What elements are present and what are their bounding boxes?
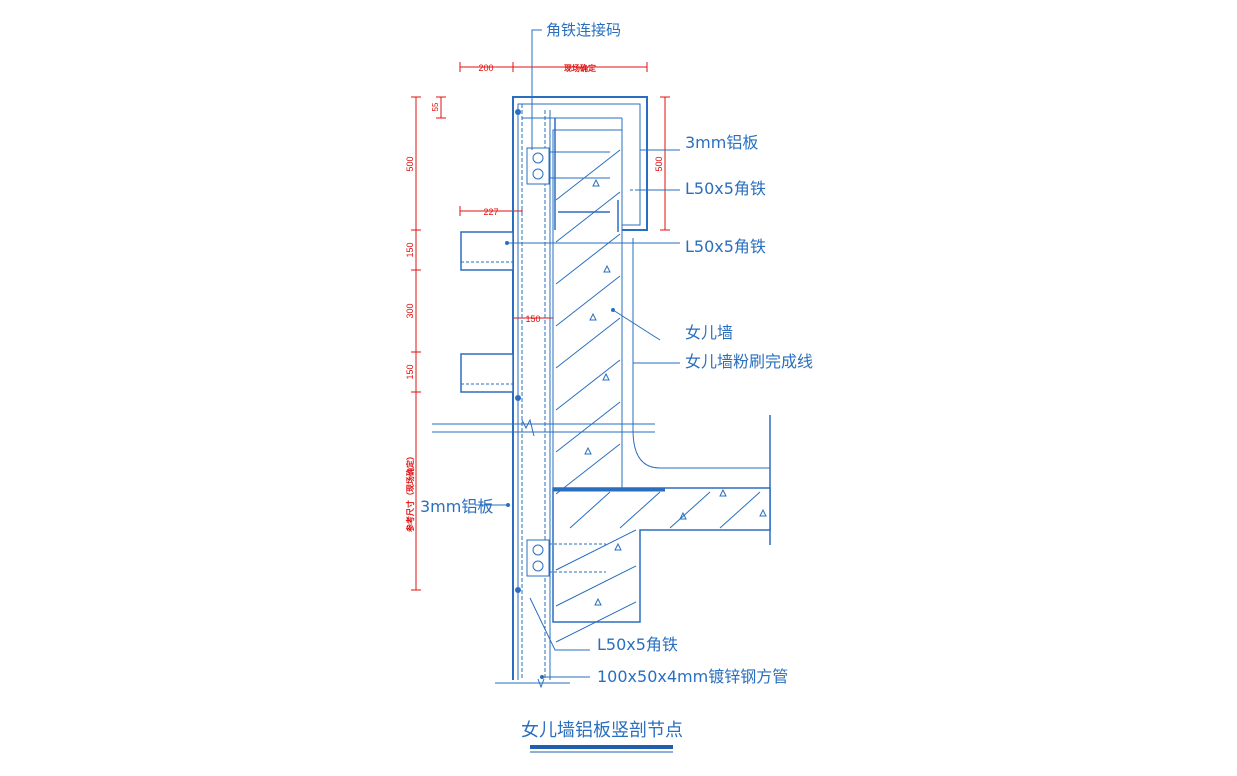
hatch-line	[555, 401, 621, 453]
hatch-line	[555, 317, 621, 369]
hatch-triangle	[594, 597, 602, 606]
dim-v-150-a: 150	[405, 242, 415, 257]
label-steel-tube: 100x50x4mm镀锌钢方管	[597, 667, 788, 686]
hatch-line	[619, 491, 661, 529]
hatch-line	[555, 233, 621, 285]
hatch-triangle	[759, 508, 767, 517]
hatch-triangle	[592, 178, 600, 187]
hatch-line	[555, 275, 621, 327]
dim-h-150: 150	[525, 314, 540, 324]
hatch-line	[555, 149, 621, 201]
hatch-triangle	[584, 446, 592, 455]
drawing-title: 女儿墙铝板竖剖节点	[521, 720, 683, 741]
label-panel-top: 3mm铝板	[685, 133, 758, 152]
hatch-triangle	[603, 264, 611, 273]
title-underline	[530, 745, 673, 749]
hatch-triangle	[614, 542, 622, 551]
dim-top-left: 200	[478, 63, 493, 73]
dim-cap-500: 500	[654, 156, 664, 171]
hatch-triangle	[589, 312, 597, 321]
dimension-lines	[411, 62, 670, 591]
hatch-line	[555, 443, 621, 495]
hatch-triangle	[679, 511, 687, 520]
label-parapet: 女儿墙	[685, 323, 733, 342]
dim-h-227: 227	[483, 207, 498, 217]
dim-v-500: 500	[405, 156, 415, 171]
label-plaster-line: 女儿墙粉刷完成线	[685, 352, 813, 371]
dim-top-right: 现场确定	[564, 63, 596, 73]
label-panel-bottom: 3mm铝板	[420, 497, 493, 516]
dim-v-150-b: 150	[405, 364, 415, 379]
structure	[432, 96, 771, 689]
label-angle-1: L50x5角铁	[685, 179, 766, 198]
concrete-hatch	[555, 149, 767, 643]
bolt-plate-bottom	[526, 539, 606, 577]
hatch-line	[555, 529, 637, 571]
hatch-line	[555, 601, 637, 643]
bolt-plate-top	[526, 147, 610, 185]
label-angle-3: L50x5角铁	[597, 635, 678, 654]
hatch-triangle	[602, 372, 610, 381]
dim-v-site: 参考尺寸（现场确定）	[405, 452, 415, 533]
hatch-line	[569, 491, 611, 529]
hatch-line	[555, 191, 621, 243]
hatch-line	[719, 491, 761, 529]
hatch-line	[669, 491, 711, 529]
dim-v-300: 300	[405, 303, 415, 318]
hatch-line	[555, 359, 621, 411]
leader-lines	[475, 29, 680, 679]
dim-v-55: 55	[431, 102, 440, 111]
label-angle-2: L50x5角铁	[685, 237, 766, 256]
label-angle-connector: 角铁连接码	[546, 21, 621, 39]
hatch-line	[555, 565, 637, 607]
hatch-triangle	[719, 488, 727, 497]
